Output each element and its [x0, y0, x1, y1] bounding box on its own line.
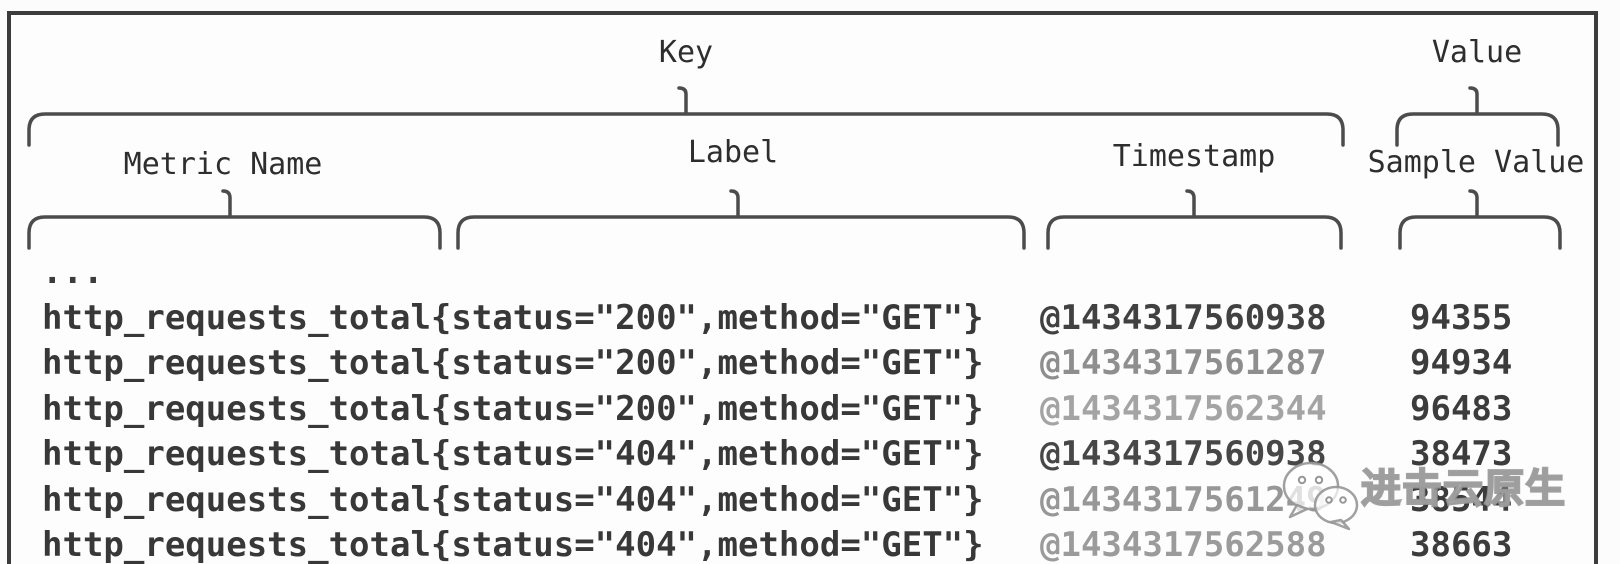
timestamp-cell: @1434317562344	[1040, 388, 1327, 429]
value-heading: Value	[1431, 35, 1523, 70]
sample-value-brace-stem	[1468, 189, 1479, 218]
metric-name-brace	[27, 215, 442, 250]
table-row: http_requests_total{status="404",method=…	[42, 478, 1602, 524]
ellipsis-row: ...	[42, 250, 1602, 296]
metric-name-cell: http_requests_total{status="200",method=…	[42, 297, 984, 338]
sample-value-cell: 38544	[1410, 479, 1513, 520]
metric-name-cell: http_requests_total{status="404",method=…	[42, 434, 984, 474]
sample-value-cell: 94355	[1410, 297, 1513, 338]
timestamp-cell: @1434317560938	[1040, 434, 1327, 474]
table-row: http_requests_total{status="200",method=…	[42, 341, 1602, 387]
table-row: http_requests_total{status="200",method=…	[42, 296, 1602, 342]
sample-value-brace	[1398, 215, 1562, 250]
metric-name-heading: Metric Name	[123, 147, 323, 182]
timestamp-cell: @1434317562588	[1040, 525, 1327, 564]
metric-name-brace-stem	[221, 189, 232, 218]
label-brace	[456, 215, 1026, 250]
table-row: http_requests_total{status="404",method=…	[42, 523, 1602, 564]
metric-name-cell: http_requests_total{status="404",method=…	[42, 479, 984, 520]
timestamp-cell: @1434317560938	[1040, 297, 1327, 338]
timestamp-brace	[1046, 215, 1343, 250]
sample-value-cell: 96483	[1410, 388, 1513, 429]
timestamp-cell: @1434317561287	[1040, 343, 1327, 383]
table-row: http_requests_total{status="404",method=…	[42, 432, 1602, 478]
sample-rows: ... http_requests_total{status="200",met…	[42, 250, 1602, 564]
key-brace-stem	[677, 86, 688, 115]
key-heading: Key	[658, 35, 714, 70]
label-heading: Label	[687, 135, 779, 170]
sample-value-heading: Sample Value	[1367, 145, 1585, 180]
timestamp-heading: Timestamp	[1112, 139, 1276, 174]
value-brace	[1395, 112, 1560, 147]
metric-name-cell: http_requests_total{status="200",method=…	[42, 388, 984, 429]
table-row: http_requests_total{status="200",method=…	[42, 387, 1602, 433]
label-brace-stem	[729, 189, 740, 218]
sample-value-cell: 94934	[1410, 343, 1513, 383]
sample-value-cell: 38473	[1410, 434, 1513, 474]
timestamp-brace-stem	[1185, 189, 1196, 218]
metric-name-cell: http_requests_total{status="404",method=…	[42, 525, 984, 564]
ellipsis: ...	[42, 252, 104, 292]
metric-name-cell: http_requests_total{status="200",method=…	[42, 343, 984, 383]
timestamp-cell: @1434317561249	[1040, 479, 1327, 520]
value-brace-stem	[1468, 86, 1479, 115]
sample-value-cell: 38663	[1410, 525, 1513, 564]
